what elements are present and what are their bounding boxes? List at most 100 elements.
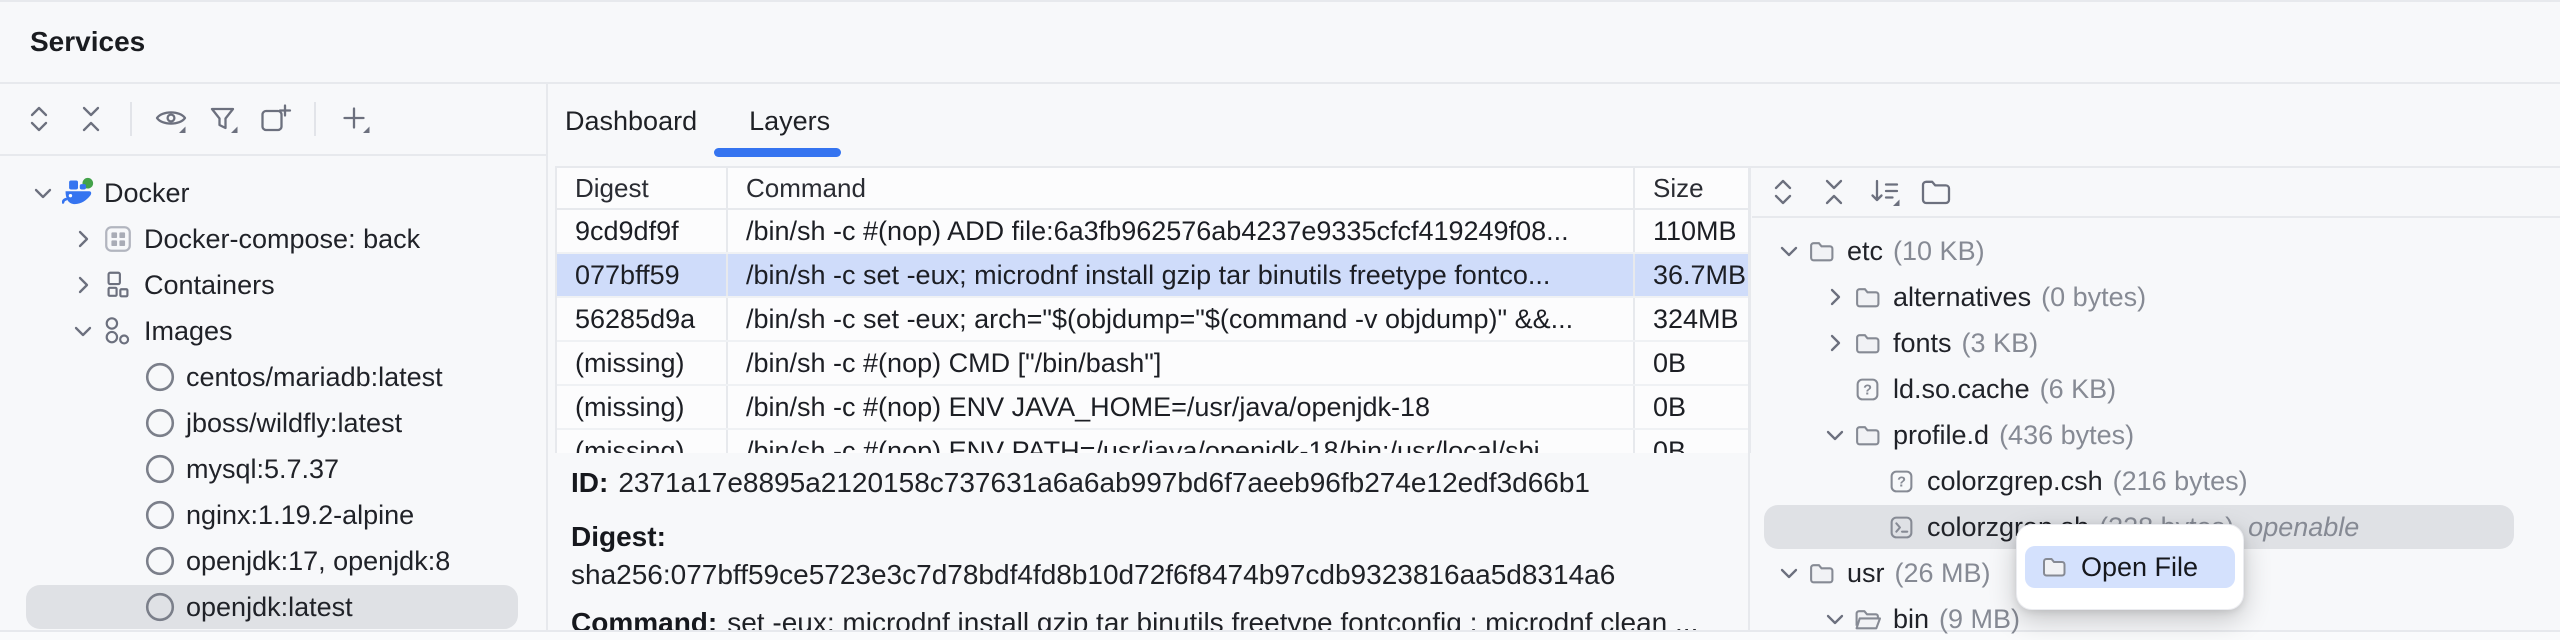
layer-details: ID: 2371a17e8895a2120158c737631a6a6ab997…: [555, 451, 1747, 630]
chevron-right-icon[interactable]: [1820, 328, 1850, 358]
tab-layers[interactable]: Layers: [749, 105, 831, 136]
chevron-down-icon[interactable]: [28, 178, 58, 208]
folder-icon: [1808, 560, 1835, 587]
unknown-file-icon: ?: [1854, 376, 1881, 403]
chevron-down-icon[interactable]: [1774, 236, 1804, 266]
tree-row-etc[interactable]: etc (10 KB): [1750, 228, 2560, 274]
id-value: 2371a17e8895a2120158c737631a6a6ab997bd6f…: [618, 467, 1591, 498]
tree-row-openjdk-17-openjdk-8[interactable]: openjdk:17, openjdk:8: [0, 538, 544, 584]
tree-item-label: openjdk:latest: [186, 591, 353, 622]
layer-row[interactable]: (missing)/bin/sh -c #(nop) ENV PATH=/usr…: [557, 430, 1749, 453]
image-icon: [144, 545, 176, 577]
tree-row-profile.d[interactable]: profile.d(436 bytes): [1750, 412, 2560, 458]
right-panel-divider: [1748, 166, 1750, 630]
services-toolbar: [0, 84, 568, 154]
collapse-all-icon[interactable]: [1817, 175, 1851, 209]
tree-row-images[interactable]: Images: [0, 308, 544, 354]
chevron-down-icon[interactable]: [1820, 420, 1850, 450]
chevron-right-icon[interactable]: [68, 224, 98, 254]
chevron-right-icon[interactable]: [1820, 282, 1850, 312]
chevron-down-icon[interactable]: [1774, 558, 1804, 588]
open-file-menu-item[interactable]: Open File: [2025, 546, 2235, 588]
expand-all-icon[interactable]: [22, 102, 56, 136]
cell-digest: 9cd9df9f: [557, 210, 728, 252]
selection-highlight: [26, 585, 518, 629]
cell-size: 324MB: [1653, 303, 1739, 334]
layers-table-body: 9cd9df9f/bin/sh -c #(nop) ADD file:6a3fb…: [557, 210, 1749, 453]
containers-icon: [102, 269, 134, 301]
shell-file-icon: [1888, 514, 1915, 541]
tree-row-nginx-1.19.2-alpine[interactable]: nginx:1.19.2-alpine: [0, 492, 544, 538]
folder-icon: [1854, 284, 1881, 311]
cell-size: 110MB: [1653, 215, 1737, 246]
tree-row-bin[interactable]: bin(9 MB): [1750, 596, 2560, 640]
tree-item-label: mysql:5.7.37: [186, 453, 340, 484]
tree-row-docker[interactable]: Docker: [0, 170, 544, 216]
tree-row-fonts[interactable]: fonts(3 KB): [1750, 320, 2560, 366]
tree-row-jboss-wildfly-latest[interactable]: jboss/wildfly:latest: [0, 400, 544, 446]
tree-row-openjdk-latest[interactable]: openjdk:latest: [0, 584, 544, 630]
tree-item-label: etc: [1847, 235, 1884, 266]
images-icon: [102, 315, 134, 347]
tree-row-containers[interactable]: Containers: [0, 262, 544, 308]
image-icon: [144, 361, 176, 393]
new-tab-icon[interactable]: [258, 102, 292, 136]
column-header-size[interactable]: Size: [1653, 172, 1704, 203]
tree-row-colorzgrep.csh[interactable]: ?colorzgrep.csh(216 bytes): [1750, 458, 2560, 504]
left-toolbar-divider: [0, 154, 546, 156]
right-toolbar-top-border: [1750, 166, 2560, 168]
tree-row-docker-compose-back[interactable]: Docker-compose: back: [0, 216, 544, 262]
layer-row[interactable]: 56285d9a/bin/sh -c set -eux; arch="$(obj…: [557, 298, 1749, 342]
tree-item-label: Docker-compose: back: [144, 223, 421, 254]
layer-row[interactable]: 077bff59/bin/sh -c set -eux; microdnf in…: [557, 254, 1749, 298]
layer-row[interactable]: 9cd9df9f/bin/sh -c #(nop) ADD file:6a3fb…: [557, 210, 1749, 254]
folder-options-icon[interactable]: [1919, 175, 1953, 209]
tree-item-label: alternatives: [1893, 281, 2032, 312]
chevron-right-icon[interactable]: [68, 270, 98, 300]
folder-icon: [1854, 330, 1881, 357]
layer-digest-label-line: Digest:: [571, 517, 1747, 557]
expand-all-icon[interactable]: [1766, 175, 1800, 209]
tree-item-label: fonts: [1893, 327, 1952, 358]
layer-row[interactable]: (missing)/bin/sh -c #(nop) CMD ["/bin/ba…: [557, 342, 1749, 386]
tab-dashboard[interactable]: Dashboard: [565, 105, 698, 136]
column-header-command[interactable]: Command: [728, 168, 1635, 208]
tree-item-label: colorzgrep.csh: [1927, 465, 2103, 496]
tree-row-mysql-5.7.37[interactable]: mysql:5.7.37: [0, 446, 544, 492]
docker-icon: [62, 177, 94, 209]
image-icon: [144, 453, 176, 485]
cell-digest: (missing): [557, 386, 728, 428]
tree-row-centos-mariadb-latest[interactable]: centos/mariadb:latest: [0, 354, 544, 400]
chevron-down-icon[interactable]: [68, 316, 98, 346]
tree-item-label: nginx:1.19.2-alpine: [186, 499, 415, 530]
chevron-down-icon[interactable]: [1820, 604, 1850, 634]
collapse-all-icon[interactable]: [74, 102, 108, 136]
cell-command: /bin/sh -c set -eux; arch="$(objdump="$(…: [728, 298, 1635, 340]
tree-item-size: (216 bytes): [2112, 465, 2248, 496]
tree-item-label: ld.so.cache: [1893, 373, 2030, 404]
layer-id-line: ID: 2371a17e8895a2120158c737631a6a6ab997…: [571, 463, 1747, 503]
tree-item-size: (9 MB): [1939, 603, 2021, 634]
layer-row[interactable]: (missing)/bin/sh -c #(nop) ENV JAVA_HOME…: [557, 386, 1749, 430]
active-tab-underline: [714, 148, 841, 157]
view-options-icon[interactable]: [154, 102, 188, 136]
cell-digest: 077bff59: [557, 254, 728, 296]
add-service-icon[interactable]: [338, 102, 372, 136]
digest-label: Digest:: [571, 521, 666, 552]
tree-item-label: profile.d: [1893, 419, 1990, 450]
tree-item-size: (10 KB): [1893, 235, 1985, 266]
image-icon: [144, 407, 176, 439]
tree-row-usr[interactable]: usr(26 MB): [1750, 550, 2560, 596]
cell-command: /bin/sh -c #(nop) ENV JAVA_HOME=/usr/jav…: [728, 386, 1635, 428]
svg-text:?: ?: [1863, 382, 1872, 398]
image-tabs: Dashboard Layers: [565, 84, 830, 158]
tree-row-alternatives[interactable]: alternatives(0 bytes): [1750, 274, 2560, 320]
bottom-border: [0, 630, 2560, 632]
column-header-digest[interactable]: Digest: [557, 168, 728, 208]
sort-icon[interactable]: [1868, 175, 1902, 209]
tree-row-ld.so.cache[interactable]: ?ld.so.cache(6 KB): [1750, 366, 2560, 412]
cell-command: /bin/sh -c #(nop) CMD ["/bin/bash"]: [728, 342, 1635, 384]
filter-icon[interactable]: [206, 102, 240, 136]
